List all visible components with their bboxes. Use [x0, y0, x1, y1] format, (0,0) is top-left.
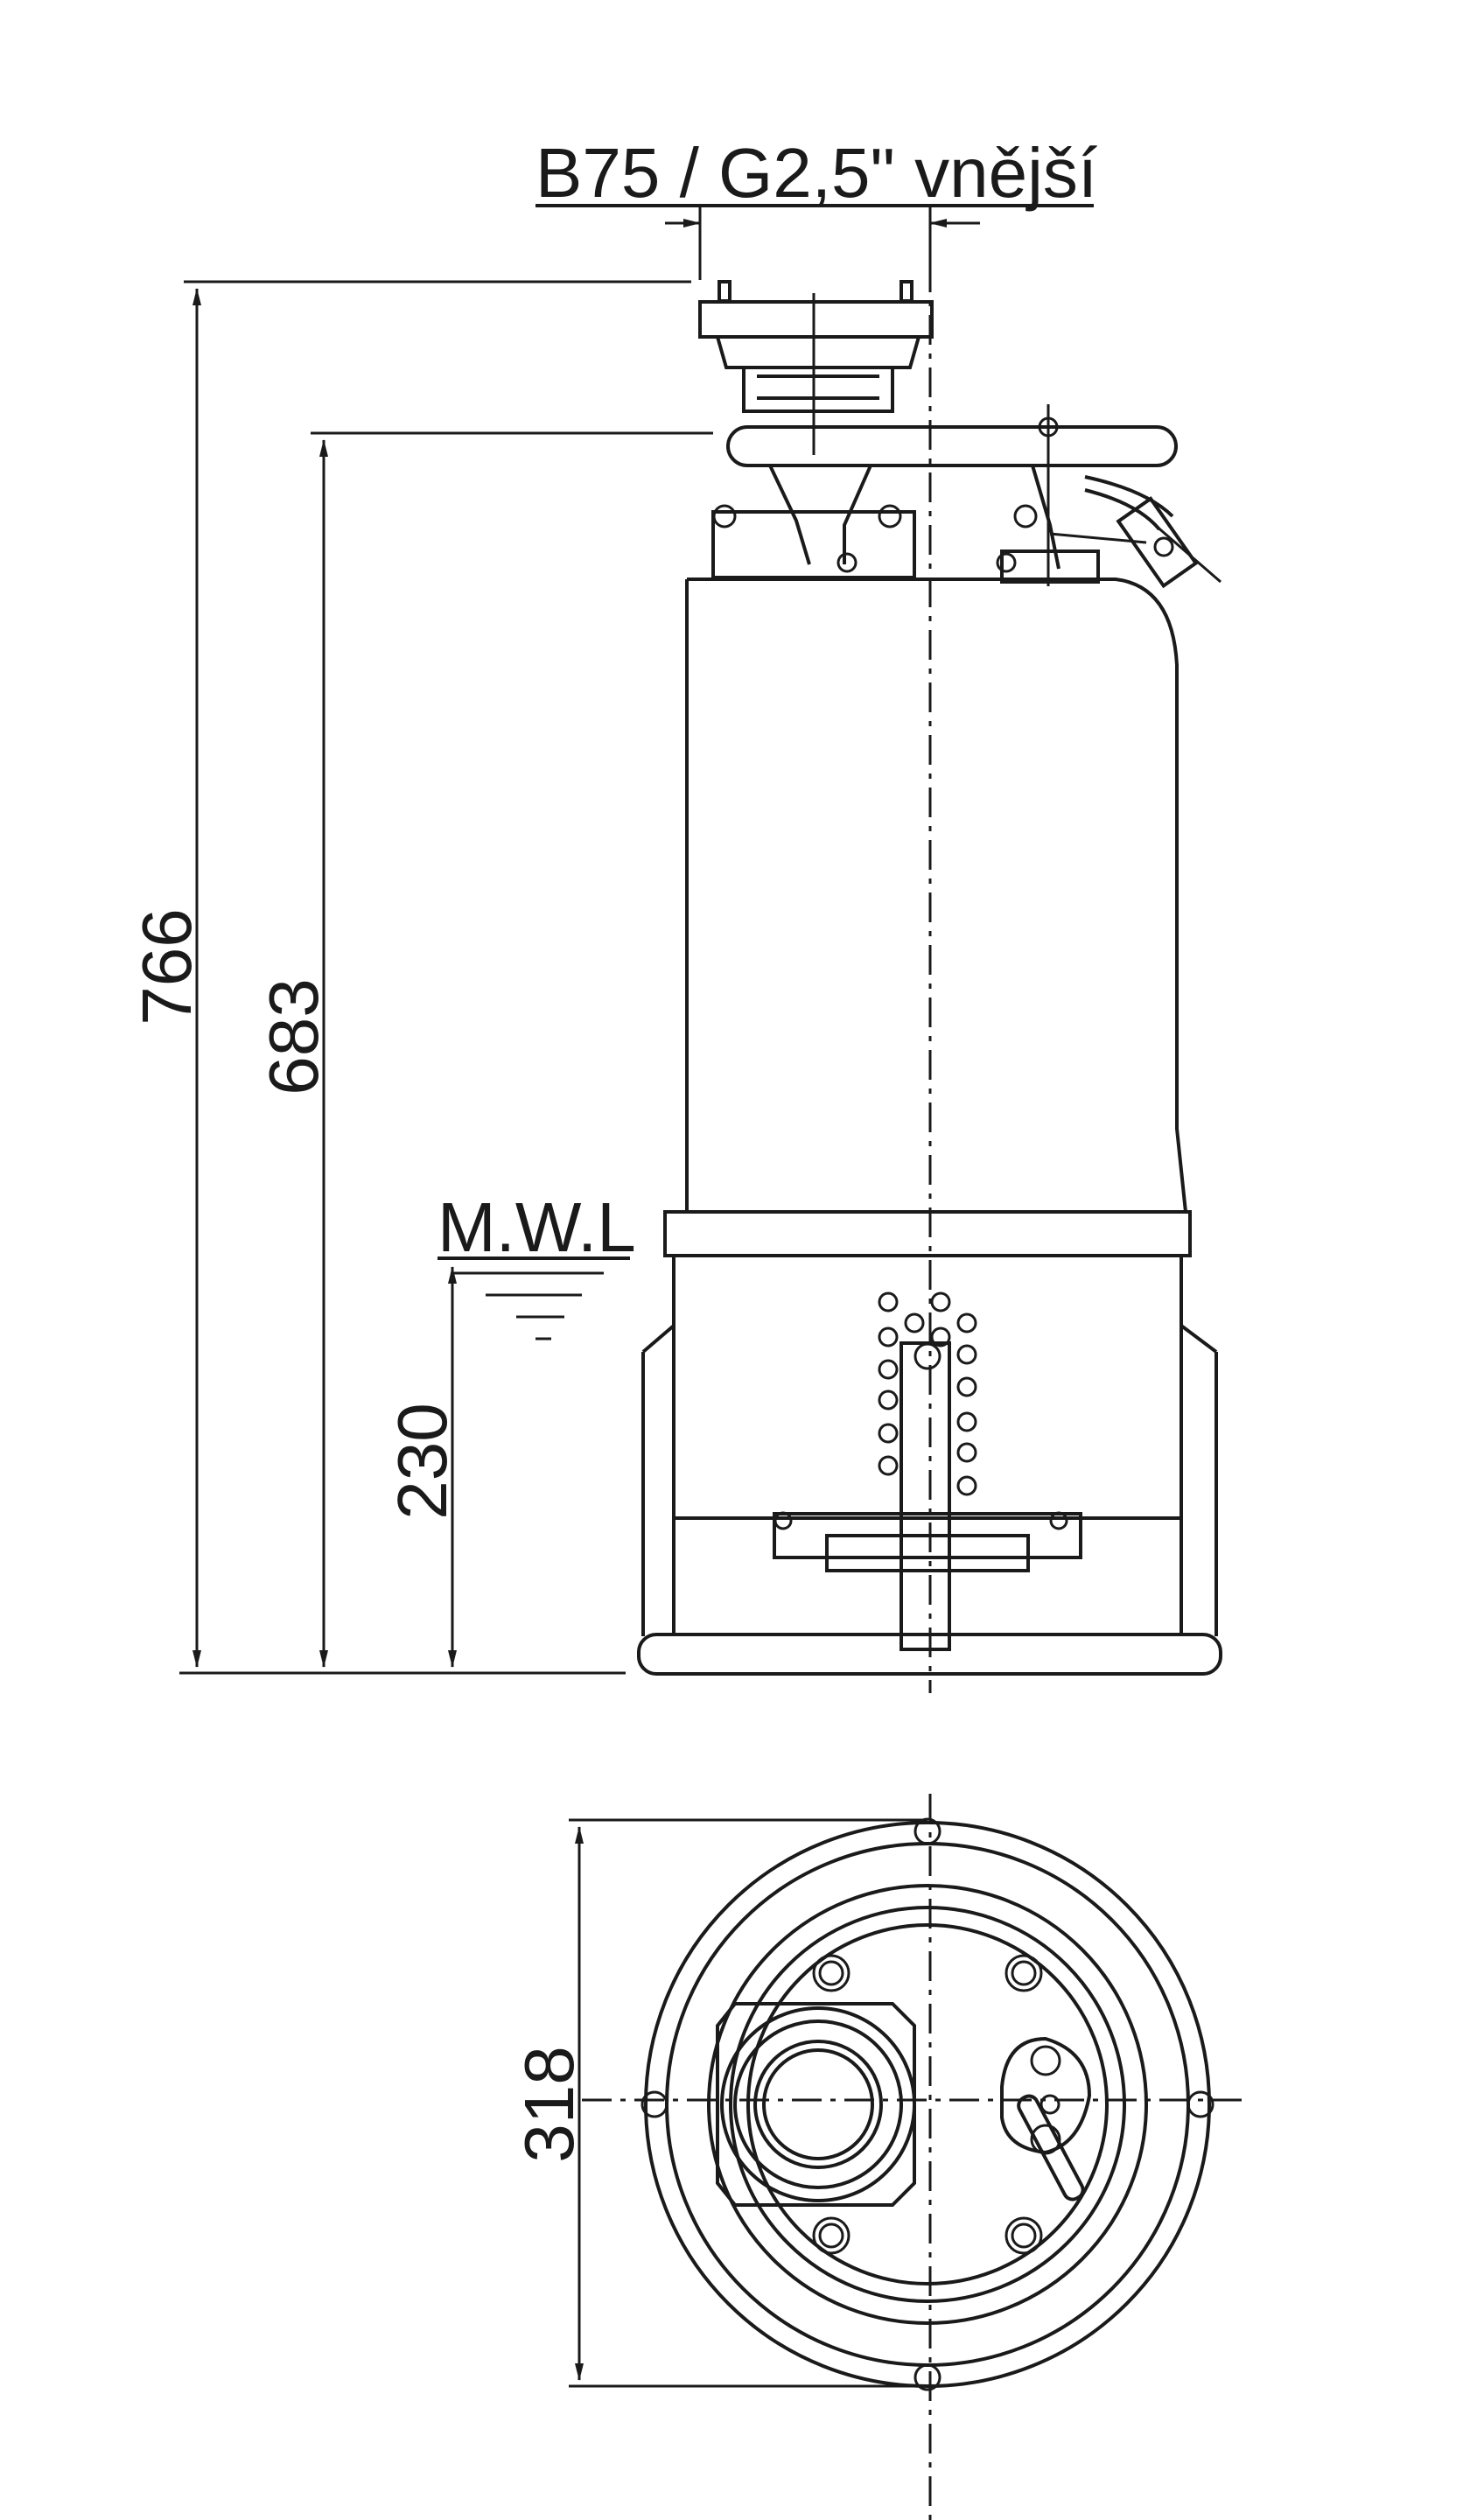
carry-handle: [726, 404, 1178, 586]
water-level-symbol: [451, 1271, 604, 1340]
motor-housing: [663, 578, 1192, 1257]
side-view: [637, 262, 1222, 1693]
top-bolts: [812, 1954, 1043, 2255]
dim-766-label: 766: [128, 908, 206, 1025]
dim-318-label: 318: [510, 2046, 588, 2162]
outlet-flange-top: [716, 2002, 916, 2207]
side-dimensions: 766 683 230 M.W.L B75 / G2,5" vnější: [128, 134, 1097, 1675]
pump-section: [637, 1254, 1222, 1676]
cable-entry-top: [1000, 2036, 1092, 2202]
mwl-label: M.W.L: [438, 1188, 636, 1266]
outlet-label: B75 / G2,5" vnější: [536, 134, 1097, 212]
outlet-coupling: [698, 280, 934, 455]
cable-gland: [1049, 475, 1222, 589]
strainer-holes: [878, 1292, 977, 1496]
dim-230-label: 230: [383, 1403, 461, 1519]
top-view: 318: [510, 1794, 1242, 2520]
top-plate: [711, 504, 1100, 584]
dim-683-label: 683: [255, 978, 332, 1095]
